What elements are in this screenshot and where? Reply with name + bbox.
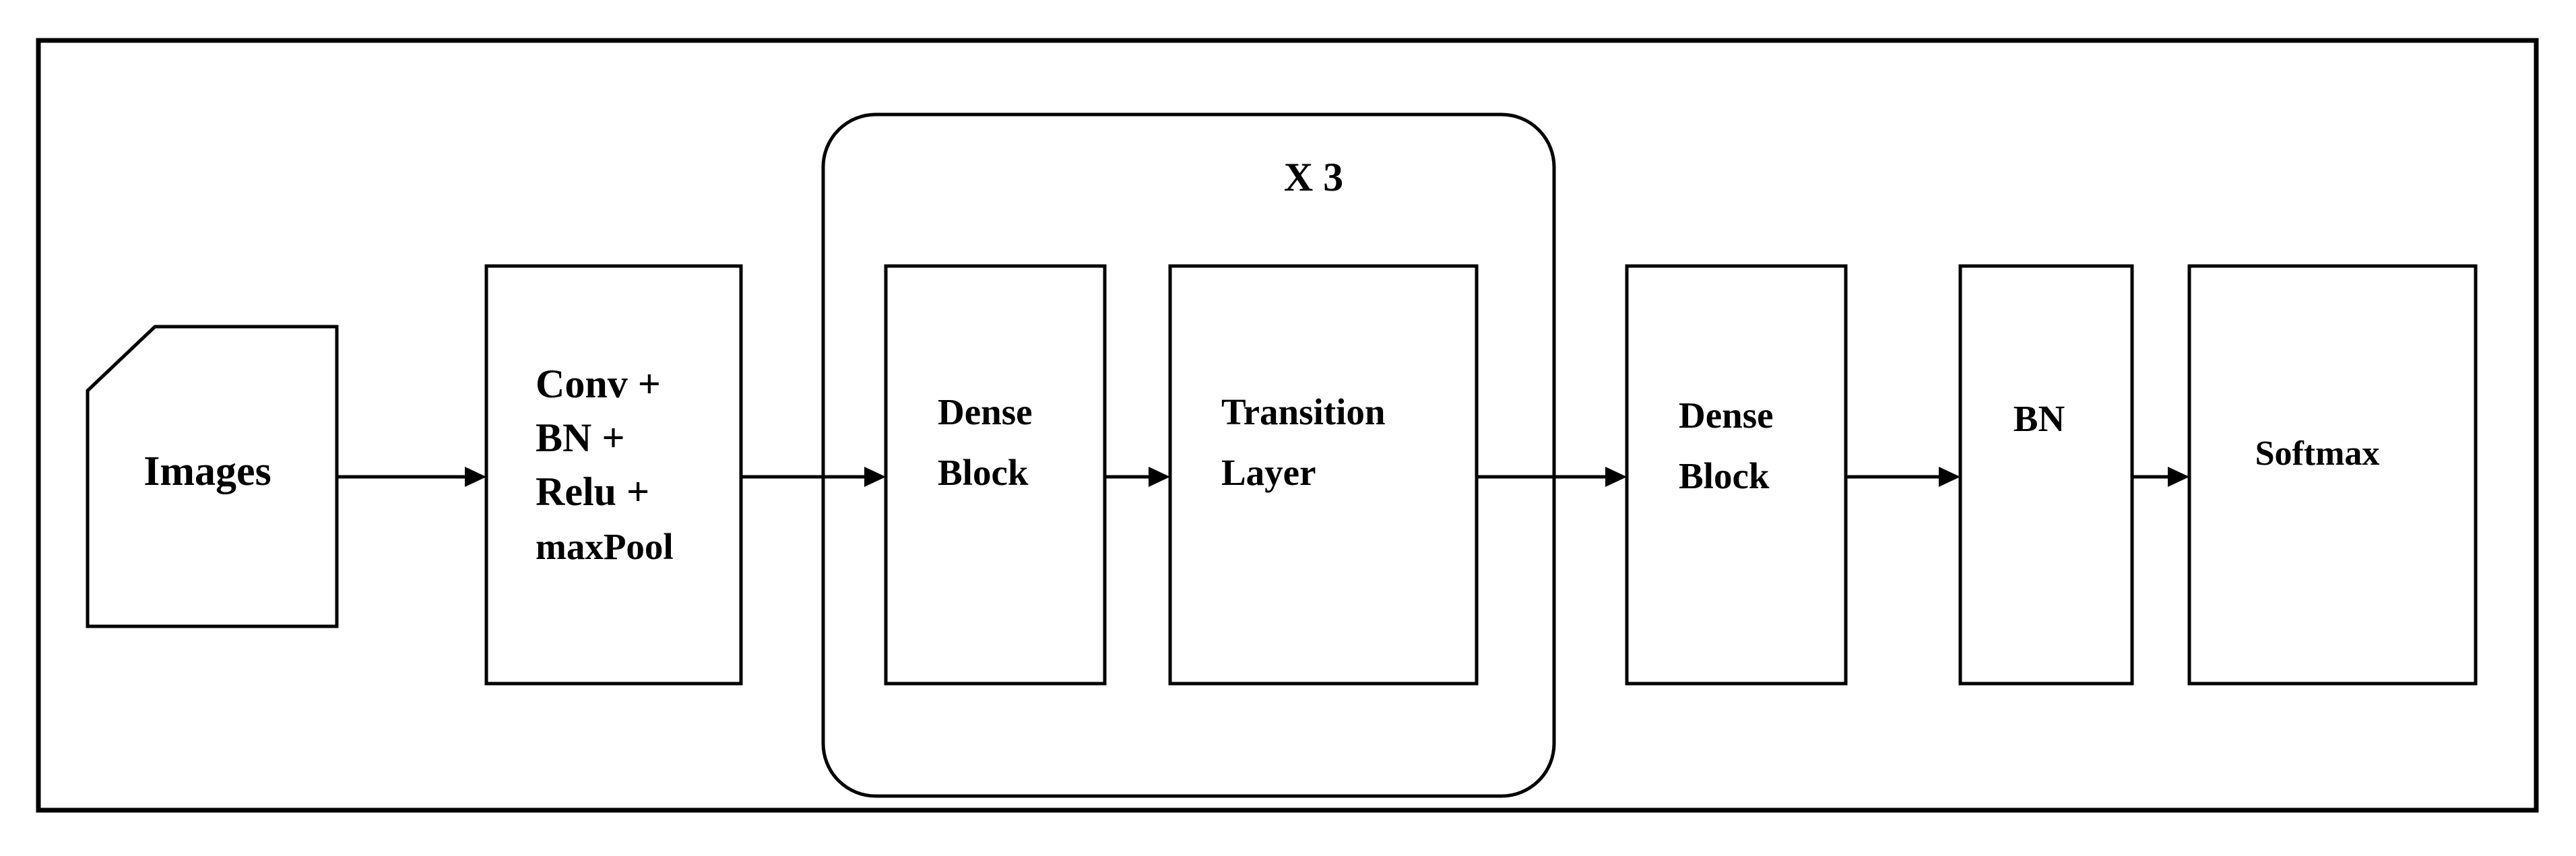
softmax-node (2187, 264, 2478, 686)
images-label-line: Images (143, 449, 271, 494)
arrow-head-images-to-conv (465, 467, 486, 487)
arrow-head-bn-to-softmax (2168, 467, 2189, 487)
arrow-head-conv-to-dense (864, 467, 886, 487)
dense-block-node (884, 264, 1107, 686)
images-node (86, 325, 339, 628)
conv-label-line: Conv + (536, 362, 661, 406)
dense-block-2-node (1625, 264, 1848, 686)
dense-block-2-label-line: Dense (1679, 395, 1774, 436)
outer-frame (36, 38, 2539, 813)
arrow-head-transition-to-dense2 (1605, 467, 1627, 487)
conv-label: Conv + BN + Relu + maxPool (536, 362, 674, 567)
transition-layer-node (1168, 264, 1479, 686)
dense-block-2-label-line: Block (1679, 455, 1770, 496)
dense-block-label: Dense Block (938, 391, 1041, 493)
dense-block-label-line: Dense (938, 391, 1033, 432)
softmax-label: Softmax (2255, 434, 2380, 473)
conv-label-line: BN + (536, 416, 625, 460)
conv-label-line: maxPool (536, 526, 674, 567)
bn-label-line: BN (2014, 398, 2065, 439)
bn-node (1958, 264, 2134, 686)
conv-node (484, 264, 743, 686)
transition-layer-label: Transition Layer (1221, 391, 1394, 493)
dense-block-label-line: Block (938, 452, 1029, 493)
transition-layer-label-line: Layer (1221, 452, 1316, 493)
conv-label-line: Relu + (536, 469, 649, 514)
images-label: Images (143, 449, 271, 494)
softmax-label-line: Softmax (2255, 434, 2380, 473)
transition-layer-label-line: Transition (1221, 391, 1385, 432)
arrow-head-dense-to-transition (1149, 467, 1170, 487)
repeat-label: X 3 (1284, 155, 1343, 199)
repeat-group (821, 112, 1556, 798)
bn-label: BN (2014, 398, 2065, 439)
dense-block-2-label: Dense Block (1679, 395, 1782, 496)
arrow-head-dense2-to-bn (1939, 467, 1960, 487)
